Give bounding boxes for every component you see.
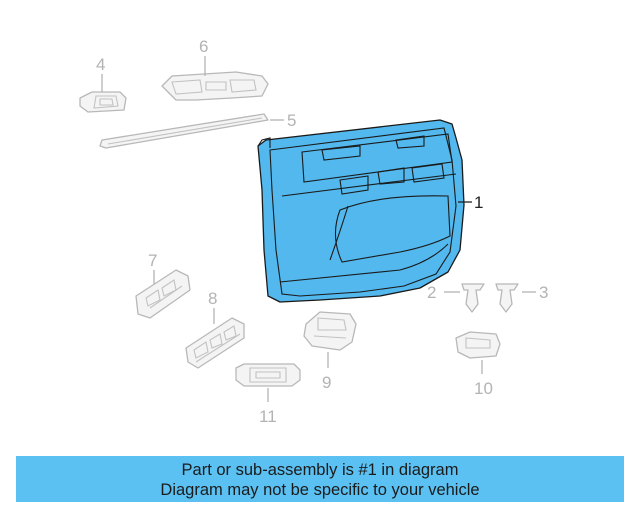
banner-line-2: Diagram may not be specific to your vehi… <box>160 481 480 499</box>
part-9-mirror-switch <box>303 311 357 351</box>
callout-5: 5 <box>287 111 296 130</box>
part-2-push-pin <box>461 283 485 313</box>
callout-6: 6 <box>199 37 208 56</box>
info-banner: Part or sub-assembly is #1 in diagram Di… <box>16 456 624 502</box>
part-5-belt-strip <box>99 113 269 149</box>
callout-2: 2 <box>427 283 436 302</box>
callout-1: 1 <box>474 193 483 212</box>
callout-10: 10 <box>474 379 493 398</box>
parts-diagram: 4 6 5 1 7 <box>79 37 548 426</box>
part-6-armrest-bezel <box>161 71 269 101</box>
part-3-push-pin <box>495 283 519 313</box>
part-4-trim-cap <box>79 91 127 113</box>
callout-11: 11 <box>259 407 277 426</box>
part-7-window-switch <box>135 269 191 319</box>
banner-line-1: Part or sub-assembly is #1 in diagram <box>181 461 459 479</box>
callout-3: 3 <box>539 283 548 302</box>
callout-4: 4 <box>96 55 105 74</box>
part-10-switch <box>455 331 501 359</box>
part-11-lamp <box>235 363 301 387</box>
part-1-door-trim-panel <box>257 119 465 303</box>
callout-9: 9 <box>322 373 331 392</box>
part-8-master-switch <box>185 317 245 369</box>
callout-8: 8 <box>208 289 217 308</box>
callout-7: 7 <box>148 251 157 270</box>
